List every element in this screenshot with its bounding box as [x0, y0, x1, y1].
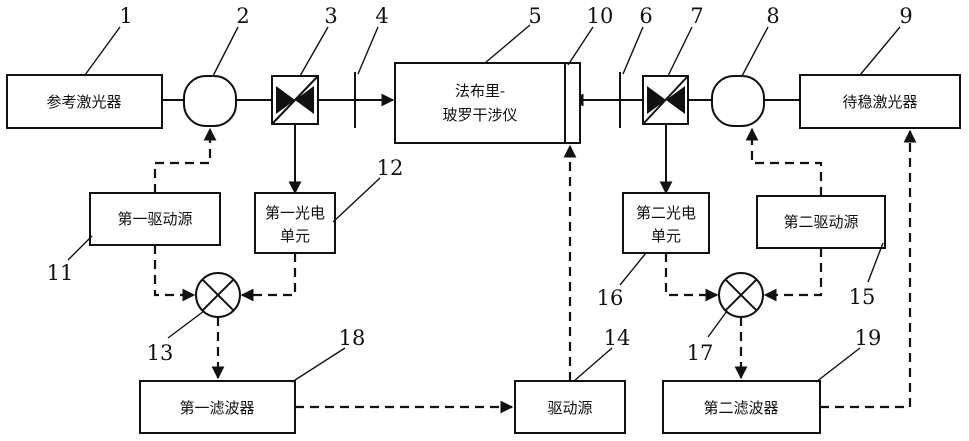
first-beam-splitter: [272, 76, 318, 124]
drive-source-label: 驱动源: [547, 399, 592, 417]
first-mixer: [196, 273, 240, 317]
ref-number-8: 8: [766, 4, 779, 28]
ref-number-5: 5: [528, 4, 541, 28]
leader-17: [708, 311, 727, 337]
filter2-to-laser9-path: [820, 131, 910, 407]
second-modulator-element: [712, 76, 764, 126]
ref-number-7: 7: [690, 4, 703, 28]
ref-number-2: 2: [236, 4, 249, 28]
leader-5: [485, 25, 530, 63]
leader-6: [623, 27, 643, 74]
leader-16: [620, 253, 646, 285]
reference-laser-block: 参考激光器: [7, 75, 162, 128]
drive-source-block: 驱动源: [515, 381, 625, 433]
ref-number-17: 17: [687, 341, 714, 365]
second-photo-label-line1: 第二光电: [636, 204, 696, 222]
first-filter-label: 第一滤波器: [179, 399, 254, 417]
ref-number-19: 19: [855, 326, 882, 350]
leader-18: [292, 348, 345, 382]
first-modulator-element: [184, 76, 236, 126]
reference-laser-label: 参考激光器: [46, 93, 121, 111]
leader-13: [168, 311, 204, 338]
second-mixer: [719, 273, 763, 317]
leader-8: [742, 27, 768, 76]
photo1-to-mixer1-path: [242, 253, 295, 295]
leader-1: [85, 27, 120, 75]
leader-2: [213, 27, 238, 76]
fabry-perot-label-line1: 法布里-: [455, 82, 505, 100]
ref-number-10: 10: [587, 4, 614, 28]
ref-number-12: 12: [377, 156, 404, 180]
drive2-to-mixer2-path: [765, 248, 821, 295]
ref-number-15: 15: [849, 285, 876, 309]
drive1-to-mixer1-path: [155, 245, 194, 295]
first-filter-block: 第一滤波器: [140, 381, 295, 433]
second-beam-splitter: [643, 76, 688, 124]
ref-number-13: 13: [147, 341, 174, 365]
drive2-to-modulator2-path: [752, 129, 821, 196]
drive1-to-modulator-path: [155, 129, 210, 193]
ref-number-11: 11: [47, 261, 74, 285]
leader-14: [574, 348, 612, 381]
ref-number-4: 4: [375, 4, 388, 28]
leader-11: [68, 236, 92, 260]
leader-7: [668, 27, 692, 76]
ref-number-14: 14: [604, 326, 631, 350]
second-drive-source-block: 第二驱动源: [757, 196, 885, 248]
leader-12: [333, 178, 380, 222]
first-photoelectric-unit-block: 第一光电 单元: [255, 193, 335, 253]
second-filter-block: 第二滤波器: [663, 381, 820, 433]
first-drive-source-label: 第一驱动源: [117, 210, 192, 228]
leader-19: [816, 348, 860, 382]
second-filter-label: 第二滤波器: [703, 399, 778, 417]
laser-to-stabilize-label: 待稳激光器: [842, 93, 917, 111]
leader-9: [860, 27, 900, 75]
ref-number-9: 9: [899, 4, 912, 28]
photo2-to-mixer2-path: [666, 253, 717, 295]
leader-3: [300, 27, 328, 76]
first-drive-source-block: 第一驱动源: [90, 193, 220, 245]
second-drive-source-label: 第二驱动源: [783, 213, 858, 231]
leader-10: [568, 27, 593, 65]
first-photo-label-line1: 第一光电: [265, 204, 325, 222]
leader-4: [358, 27, 378, 74]
ref-number-6: 6: [639, 4, 652, 28]
ref-number-16: 16: [597, 286, 624, 310]
second-photoelectric-unit-block: 第二光电 单元: [623, 193, 709, 253]
laser-to-stabilize-block: 待稳激光器: [800, 75, 960, 128]
fabry-perot-label-line2: 玻罗干涉仪: [442, 106, 517, 124]
first-photo-label-line2: 单元: [280, 227, 310, 245]
ref-number-18: 18: [339, 326, 366, 350]
ref-number-3: 3: [324, 4, 337, 28]
ref-number-1: 1: [119, 4, 132, 28]
fabry-perot-interferometer-block: 法布里- 玻罗干涉仪: [395, 63, 580, 143]
second-photo-label-line2: 单元: [651, 227, 681, 245]
